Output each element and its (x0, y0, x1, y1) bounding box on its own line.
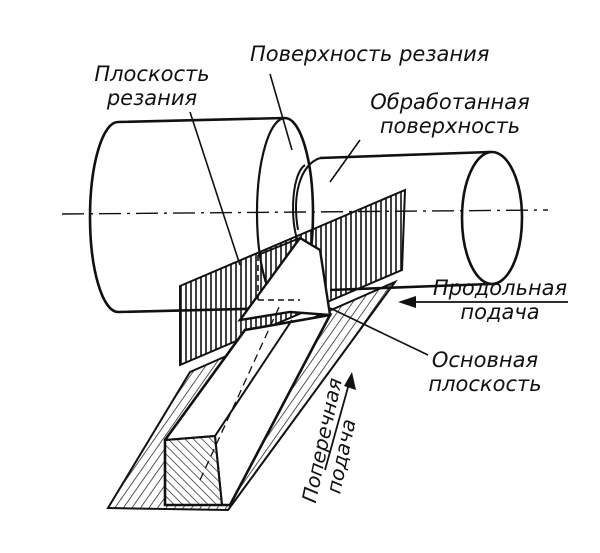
label-cutting-plane: Плоскость резания (82, 62, 222, 110)
label-longitudinal-feed: Продольная подача (425, 276, 575, 324)
label-cutting-plane-line2: резания (106, 86, 198, 110)
label-base-plane-line1: Основная (431, 348, 539, 372)
label-cutting-surface: Поверхность резания (250, 42, 490, 66)
label-machined-surface-line2: поверхность (379, 114, 521, 138)
longitudinal-feed-arrow (398, 296, 568, 308)
label-machined-surface: Обработанная поверхность (350, 90, 550, 138)
label-machined-surface-line1: Обработанная (370, 90, 530, 114)
label-longitudinal-feed-line2: подача (460, 300, 540, 324)
cross-feed-arrow (324, 372, 356, 471)
label-base-plane: Основная плоскость (410, 348, 560, 396)
label-base-plane-line2: плоскость (428, 372, 542, 396)
axis-line (61, 209, 549, 215)
label-cutting-plane-line1: Плоскость (94, 62, 210, 86)
cutting-tool (163, 236, 333, 507)
leader-lines (189, 73, 429, 356)
label-longitudinal-feed-line1: Продольная (432, 276, 568, 300)
